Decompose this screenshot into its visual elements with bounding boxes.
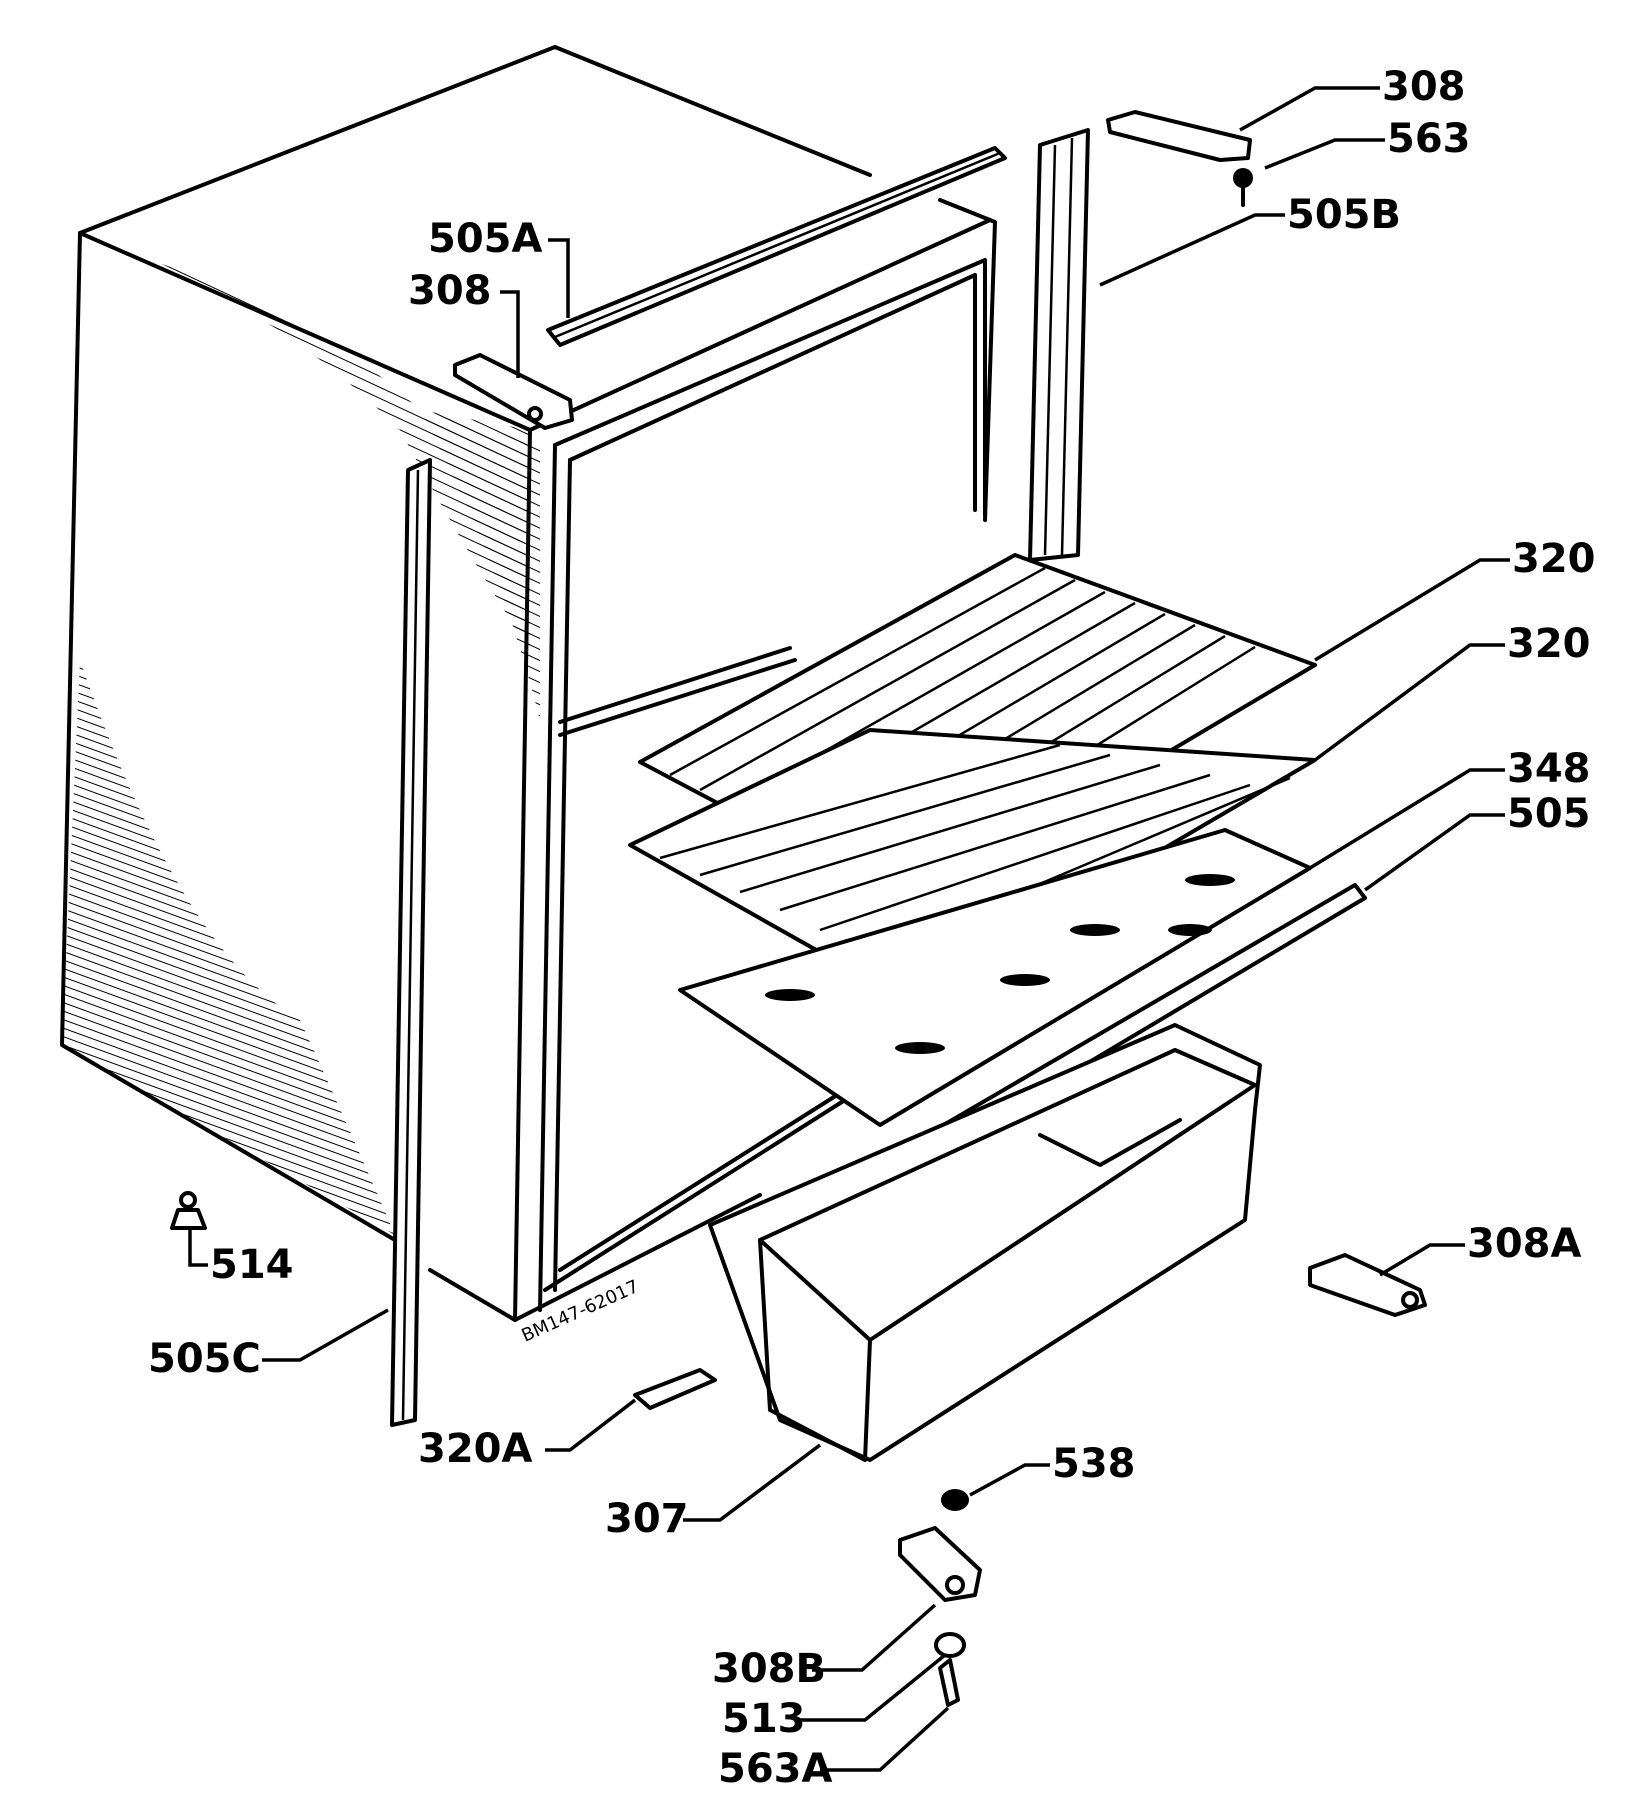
- part-514-foot: [170, 1191, 207, 1230]
- label-563: 563: [1387, 116, 1471, 162]
- part-513-bushing: [934, 1632, 966, 1658]
- front-frame-left-inner2: [553, 458, 572, 1292]
- part-308-top-hinge: [1106, 110, 1252, 162]
- label-505b: 505B: [1287, 192, 1401, 238]
- part-563a-pin: [938, 1658, 960, 1707]
- label-513: 513: [722, 1696, 806, 1742]
- part-505b-right-strip: [1028, 128, 1090, 562]
- cabinet-front-left-shading: [420, 410, 540, 720]
- label-348: 348: [1507, 746, 1591, 792]
- front-frame-outer: [553, 258, 987, 517]
- label-320-lower: 320: [1507, 621, 1591, 667]
- label-308-top: 308: [1382, 64, 1466, 110]
- cabinet-top-edge: [78, 45, 872, 235]
- label-308-left: 308: [408, 268, 492, 314]
- label-308b: 308B: [712, 1646, 826, 1692]
- label-320a: 320A: [418, 1426, 532, 1472]
- part-308b-hinge: [898, 1526, 982, 1602]
- leader-lines: [188, 86, 1510, 1772]
- label-308a: 308A: [1467, 1221, 1581, 1267]
- front-frame-inner: [568, 273, 977, 512]
- lower-opening-bottom: [543, 1098, 847, 1292]
- cabinet-base: [428, 1268, 517, 1322]
- part-320a-shelf-support: [633, 1368, 717, 1410]
- cabinet-left-edge: [60, 231, 397, 1242]
- part-308-left-hinge: [453, 353, 574, 430]
- label-505: 505: [1507, 791, 1591, 837]
- label-514: 514: [210, 1242, 294, 1288]
- label-307: 307: [605, 1496, 689, 1542]
- part-labels: 308 563 505B 505A 308 320 320 348 505 30…: [148, 64, 1596, 1792]
- label-563a: 563A: [718, 1746, 832, 1792]
- glass-plate-decor: [765, 874, 1235, 1054]
- part-563-screw: [1233, 168, 1253, 207]
- part-505c-door-seal-strip: [390, 458, 432, 1427]
- part-505a-top-rail: [546, 146, 1007, 347]
- part-307-drawer: [708, 1023, 1262, 1462]
- part-308a-bottom-hinge: [1308, 1253, 1427, 1317]
- label-505c: 505C: [148, 1336, 261, 1382]
- lower-opening-bottom2: [558, 1088, 847, 1272]
- compartment-divider2: [558, 646, 792, 724]
- label-538: 538: [1052, 1441, 1136, 1487]
- cabinet: BM147-62017: [60, 45, 997, 1347]
- cabinet-right-top: [938, 198, 997, 522]
- cabinet-side-shading-lower: [62, 660, 395, 1235]
- front-frame-left-inner: [538, 443, 557, 1312]
- compartment-divider: [558, 658, 797, 737]
- part-538-cap: [941, 1489, 969, 1511]
- label-320-upper: 320: [1512, 536, 1596, 582]
- label-505a: 505A: [428, 216, 542, 262]
